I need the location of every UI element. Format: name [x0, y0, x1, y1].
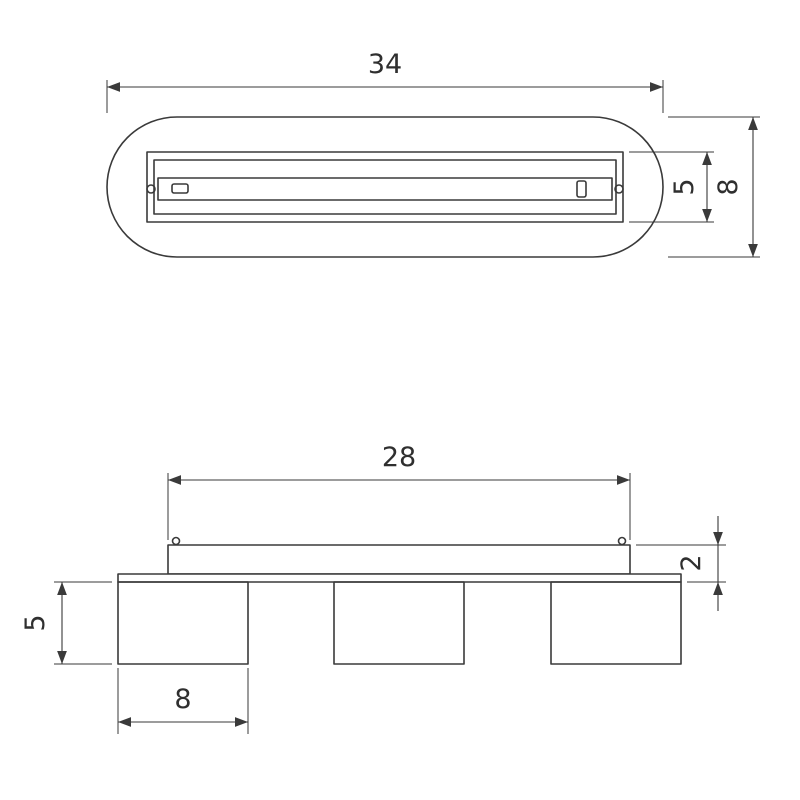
dim-side-plate-width: 28 — [167, 442, 631, 540]
top-view-body-outline — [106, 116, 664, 258]
side-view-head-1 — [117, 581, 249, 665]
top-view-slot-left — [171, 183, 189, 194]
dim-label-side-head-width: 8 — [174, 684, 191, 715]
dim-top-width: 34 — [106, 49, 664, 113]
top-view-slot-right — [576, 180, 587, 198]
side-view-screw-left — [171, 536, 181, 546]
side-view-head-3 — [550, 581, 682, 665]
top-view-track-strip — [157, 177, 613, 201]
dim-label-top-width: 34 — [368, 49, 402, 80]
dim-label-side-plate-width: 28 — [382, 442, 416, 473]
top-view — [106, 116, 664, 258]
side-view-canopy — [117, 573, 682, 583]
dim-label-side-canopy-thickness: 2 — [676, 554, 707, 571]
dim-label-top-plate-height: 5 — [669, 178, 700, 195]
dim-label-top-total-height: 8 — [713, 178, 744, 195]
side-view — [117, 536, 682, 665]
side-view-screw-right — [617, 536, 627, 546]
dim-side-head-width: 8 — [117, 668, 249, 734]
side-view-head-2 — [333, 581, 465, 665]
top-view-screw-right — [614, 184, 624, 194]
dim-label-side-head-height: 5 — [20, 614, 51, 631]
dim-top-total-height: 8 — [668, 116, 760, 258]
dim-side-canopy-thickness: 2 — [636, 516, 726, 611]
top-view-plate-outline — [146, 151, 624, 223]
top-view-screw-left — [146, 184, 156, 194]
dim-top-plate-height: 5 — [629, 151, 714, 223]
top-view-plate-inset — [153, 159, 617, 215]
side-view-bracket-plate — [167, 544, 631, 575]
dim-side-head-height: 5 — [20, 581, 112, 665]
